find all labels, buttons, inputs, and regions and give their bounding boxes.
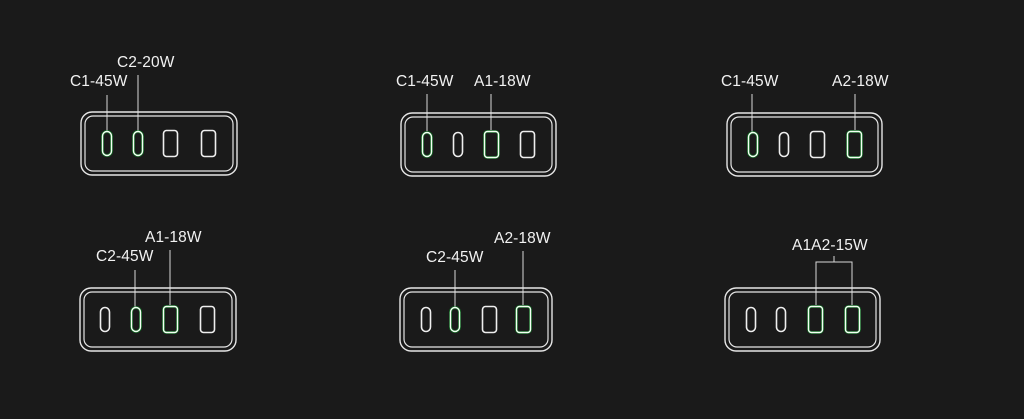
charger-outline [724,287,881,352]
port-c2 [132,130,144,157]
port-a1 [807,305,824,334]
port-a2 [199,305,216,334]
port-c1 [747,131,759,158]
panel-c1-a2: C1-45W A2-18W [721,73,889,177]
usb-c-port-icon [452,131,464,158]
label-a1: A1-18W [145,229,202,246]
label-c2: C2-45W [96,248,154,265]
usb-c-port-icon [130,306,142,333]
usb-a-port-icon [483,130,500,159]
charger-outline [80,111,238,176]
usb-a-port-icon [199,305,216,334]
port-c2 [449,306,461,333]
port-c1 [101,130,113,157]
usb-a-port-icon [844,305,861,334]
charger-face [403,291,549,348]
charger-body [80,111,238,176]
port-c1 [420,306,432,333]
label-c2: C2-20W [117,54,175,71]
panel-c1-c2: C1-45W C2-20W [70,54,238,176]
port-a1 [481,305,498,334]
charger-outline [400,112,557,177]
leader-bracket [815,261,853,305]
panel-c1-a1: C1-45W A1-18W [396,73,557,177]
usb-a-port-icon [481,305,498,334]
usb-c-port-icon [132,130,144,157]
port-c2 [778,131,790,158]
charger-face [728,291,877,348]
usb-c-port-icon [747,131,759,158]
port-a1 [809,130,826,159]
usb-a-port-icon [162,129,179,158]
label-a1a2: A1A2-15W [792,237,868,254]
usb-c-port-icon [420,306,432,333]
usb-c-port-icon [101,130,113,157]
usb-a-port-icon [846,130,863,159]
charger-body [400,112,557,177]
charger-outline [399,287,553,352]
usb-a-port-icon [200,129,217,158]
port-c2 [130,306,142,333]
usb-a-port-icon [809,130,826,159]
label-c1: C1-45W [70,73,128,90]
port-a2 [844,305,861,334]
panel-a1-a2: A1A2-15W [724,237,881,352]
charger-face [84,115,234,172]
port-c1 [99,306,111,333]
charger-face [83,291,233,348]
label-c1: C1-45W [721,73,779,90]
charger-body [399,287,553,352]
port-c1 [745,306,757,333]
panel-c2-a1: C2-45W A1-18W [79,229,237,352]
usb-c-port-icon [775,306,787,333]
label-a1: A1-18W [474,73,531,90]
port-a2 [200,129,217,158]
charger-outline [79,287,237,352]
usb-c-port-icon [99,306,111,333]
usb-c-port-icon [778,131,790,158]
charger-body [726,112,883,177]
panel-c2-a2: C2-45W A2-18W [399,230,553,352]
usb-a-port-icon [162,305,179,334]
usb-c-port-icon [745,306,757,333]
label-c1: C1-45W [396,73,454,90]
port-a1 [162,305,179,334]
charger-face [730,116,879,173]
usb-a-port-icon [515,305,532,334]
charger-body [724,287,881,352]
label-a2: A2-18W [494,230,551,247]
port-a1 [162,129,179,158]
label-c2: C2-45W [426,249,484,266]
charger-outline [726,112,883,177]
usb-c-port-icon [421,131,433,158]
charger-face [404,116,553,173]
charger-body [79,287,237,352]
port-a2 [515,305,532,334]
usb-a-port-icon [807,305,824,334]
port-c1 [421,131,433,158]
port-a1 [483,130,500,159]
label-a2: A2-18W [832,73,889,90]
port-c2 [775,306,787,333]
usb-a-port-icon [519,130,536,159]
port-a2 [519,130,536,159]
port-a2 [846,130,863,159]
port-c2 [452,131,464,158]
usb-c-port-icon [449,306,461,333]
